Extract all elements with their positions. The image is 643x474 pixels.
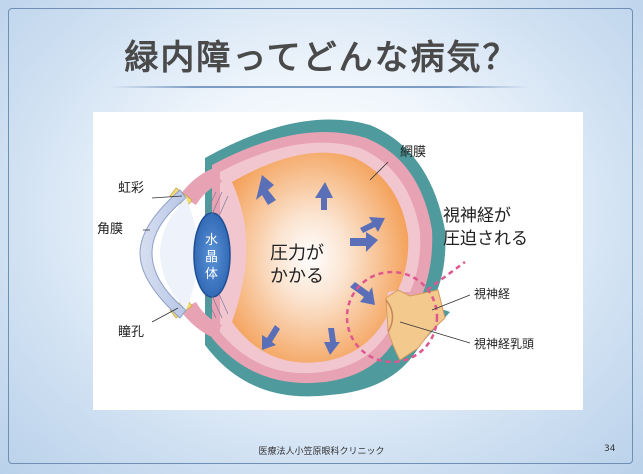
compression-highlight — [345, 270, 439, 364]
compression-pointer — [426, 260, 466, 292]
page-number: 34 — [604, 444, 616, 454]
label-lens-2: 晶 — [205, 250, 218, 265]
label-compression-2: 圧迫される — [443, 229, 528, 249]
lens — [193, 212, 231, 298]
label-cornea: 角膜 — [97, 222, 123, 237]
arrow-right — [350, 232, 378, 252]
vitreous-body — [232, 152, 409, 363]
optic-nerve — [385, 289, 446, 361]
arrow-up-left — [256, 175, 276, 205]
arrow-down-left — [262, 325, 280, 350]
leader-lines — [143, 161, 471, 344]
anterior-chamber — [160, 198, 198, 310]
slide-title: 緑内障ってどんな病気？ — [124, 38, 519, 78]
label-retina: 網膜 — [400, 145, 426, 160]
label-pupil: 瞳孔 — [118, 325, 144, 340]
title-underline — [110, 86, 530, 88]
pressure-arrows — [256, 175, 385, 355]
label-pressure-2: かかる — [270, 266, 324, 287]
footer-clinic-name: 医療法人小笠原眼科クリニック — [258, 447, 385, 457]
arrow-down-right — [324, 328, 340, 355]
zonules — [204, 191, 229, 319]
label-iris: 虹彩 — [118, 181, 144, 196]
arrow-up — [315, 182, 333, 210]
label-lens-1: 水 — [205, 233, 218, 248]
label-lens-3: 体 — [205, 267, 218, 282]
label-optic-nerve: 視神経 — [474, 286, 510, 301]
label-compression-1: 視神経が — [443, 206, 511, 226]
label-pressure-1: 圧力が — [270, 243, 324, 264]
optic-disc-cup — [385, 299, 394, 333]
label-optic-disc: 視神経乳頭 — [474, 336, 534, 351]
arrow-right-up — [360, 217, 385, 233]
